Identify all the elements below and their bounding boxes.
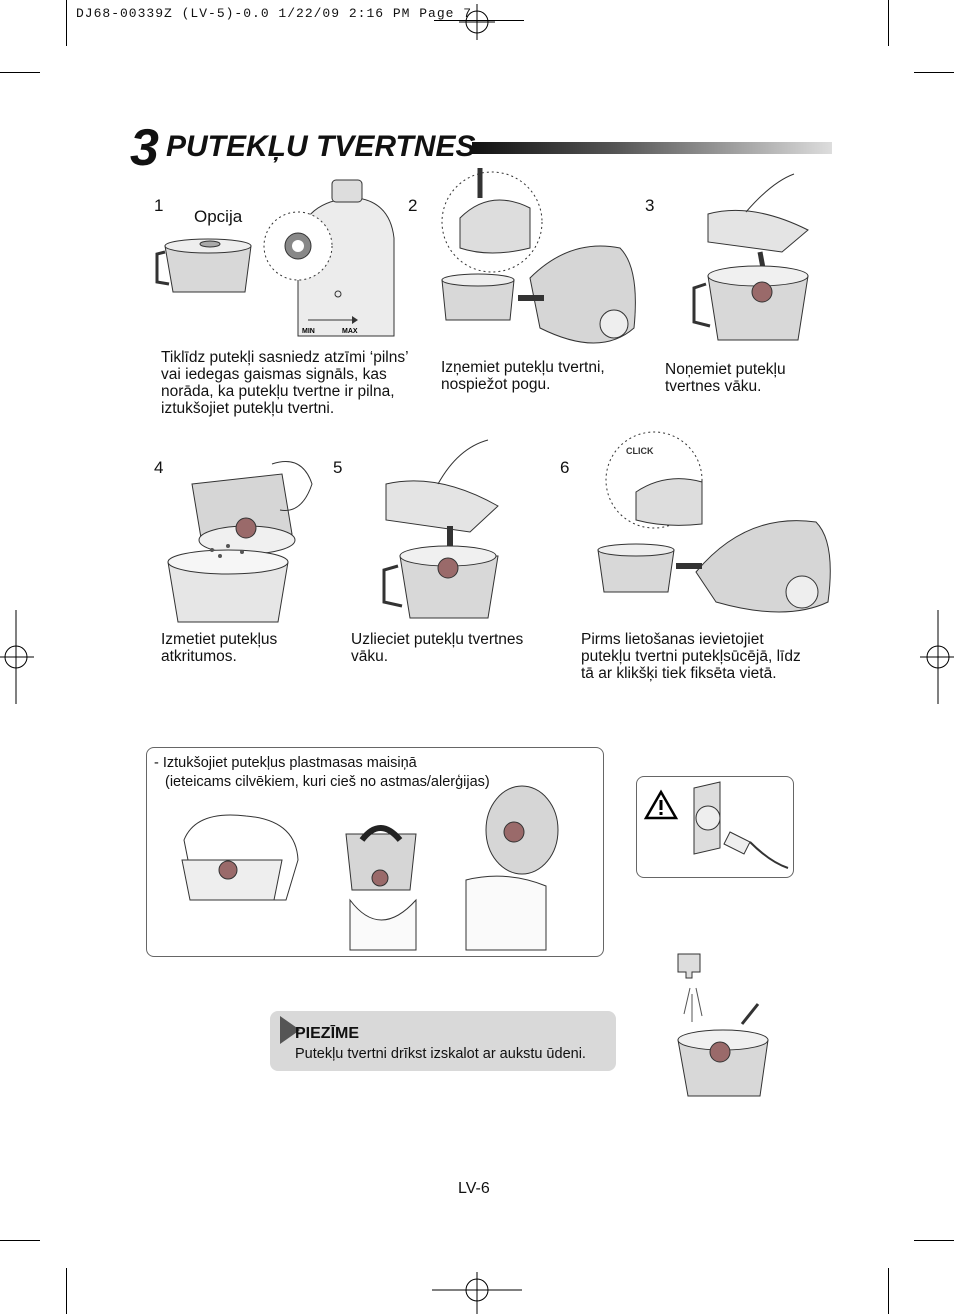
step-caption: Tiklīdz putekļi sasniedz atzīmi ‘pilns’ … (161, 349, 408, 417)
step-number: 6 (560, 458, 570, 477)
page-number: LV-6 (458, 1180, 490, 1197)
section-title: PUTEKĻU TVERTNES (166, 130, 476, 163)
rinse-illustration (677, 953, 769, 1097)
section-number: 3 (130, 119, 159, 177)
max-label: MAX (342, 328, 358, 335)
print-header: DJ68-00339Z (LV-5)-0.0 1/22/09 2:16 PM P… (76, 6, 473, 21)
note-text: Putekļu tvertni drīkst izskalot ar aukst… (295, 1046, 586, 1062)
step-caption: Izņemiet putekļu tvertni, nospiežot pogu… (441, 359, 605, 393)
option-label: Opcija (194, 207, 243, 226)
bag-emptying-illustration (181, 785, 559, 951)
vacuum-indicator-illustration: MIN MAX (263, 179, 395, 337)
step-caption: Uzlieciet putekļu tvertnes vāku. (351, 631, 524, 665)
insert-dust-bin-illustration: CLICK (597, 431, 831, 613)
step-number: 1 (154, 196, 164, 215)
step-number: 2 (408, 196, 418, 215)
click-label: CLICK (626, 446, 654, 456)
bag-note-line1: - Iztukšojiet putekļus plastmasas maisiņ… (154, 755, 417, 771)
replace-lid-illustration (382, 439, 499, 619)
warning-icon (643, 789, 679, 820)
step-caption: Noņemiet putekļu tvertnes vāku. (665, 361, 786, 395)
remove-lid-illustration (692, 173, 809, 341)
step-number: 4 (154, 458, 164, 477)
step-number: 5 (333, 458, 343, 477)
remove-dust-bin-illustration (441, 168, 636, 344)
note-box (270, 1011, 616, 1071)
title-gradient-bar (472, 142, 832, 154)
bag-instruction-box (146, 747, 604, 957)
dust-bin-illustration (155, 238, 252, 293)
empty-dust-illustration (167, 461, 313, 623)
step-number: 3 (645, 196, 655, 215)
step-caption: Pirms lietošanas ievietojiet putekļu tve… (581, 631, 801, 682)
note-title: PIEZĪME (295, 1025, 360, 1042)
bag-note-line2: (ieteicams cilvēkiem, kuri cieš no astma… (165, 774, 490, 790)
unplug-warning-box (636, 776, 794, 878)
unplug-illustration (693, 781, 789, 869)
min-label: MIN (302, 328, 315, 335)
note-marker-icon (280, 1016, 300, 1044)
step-caption: Izmetiet putekļus atkritumos. (161, 631, 278, 665)
